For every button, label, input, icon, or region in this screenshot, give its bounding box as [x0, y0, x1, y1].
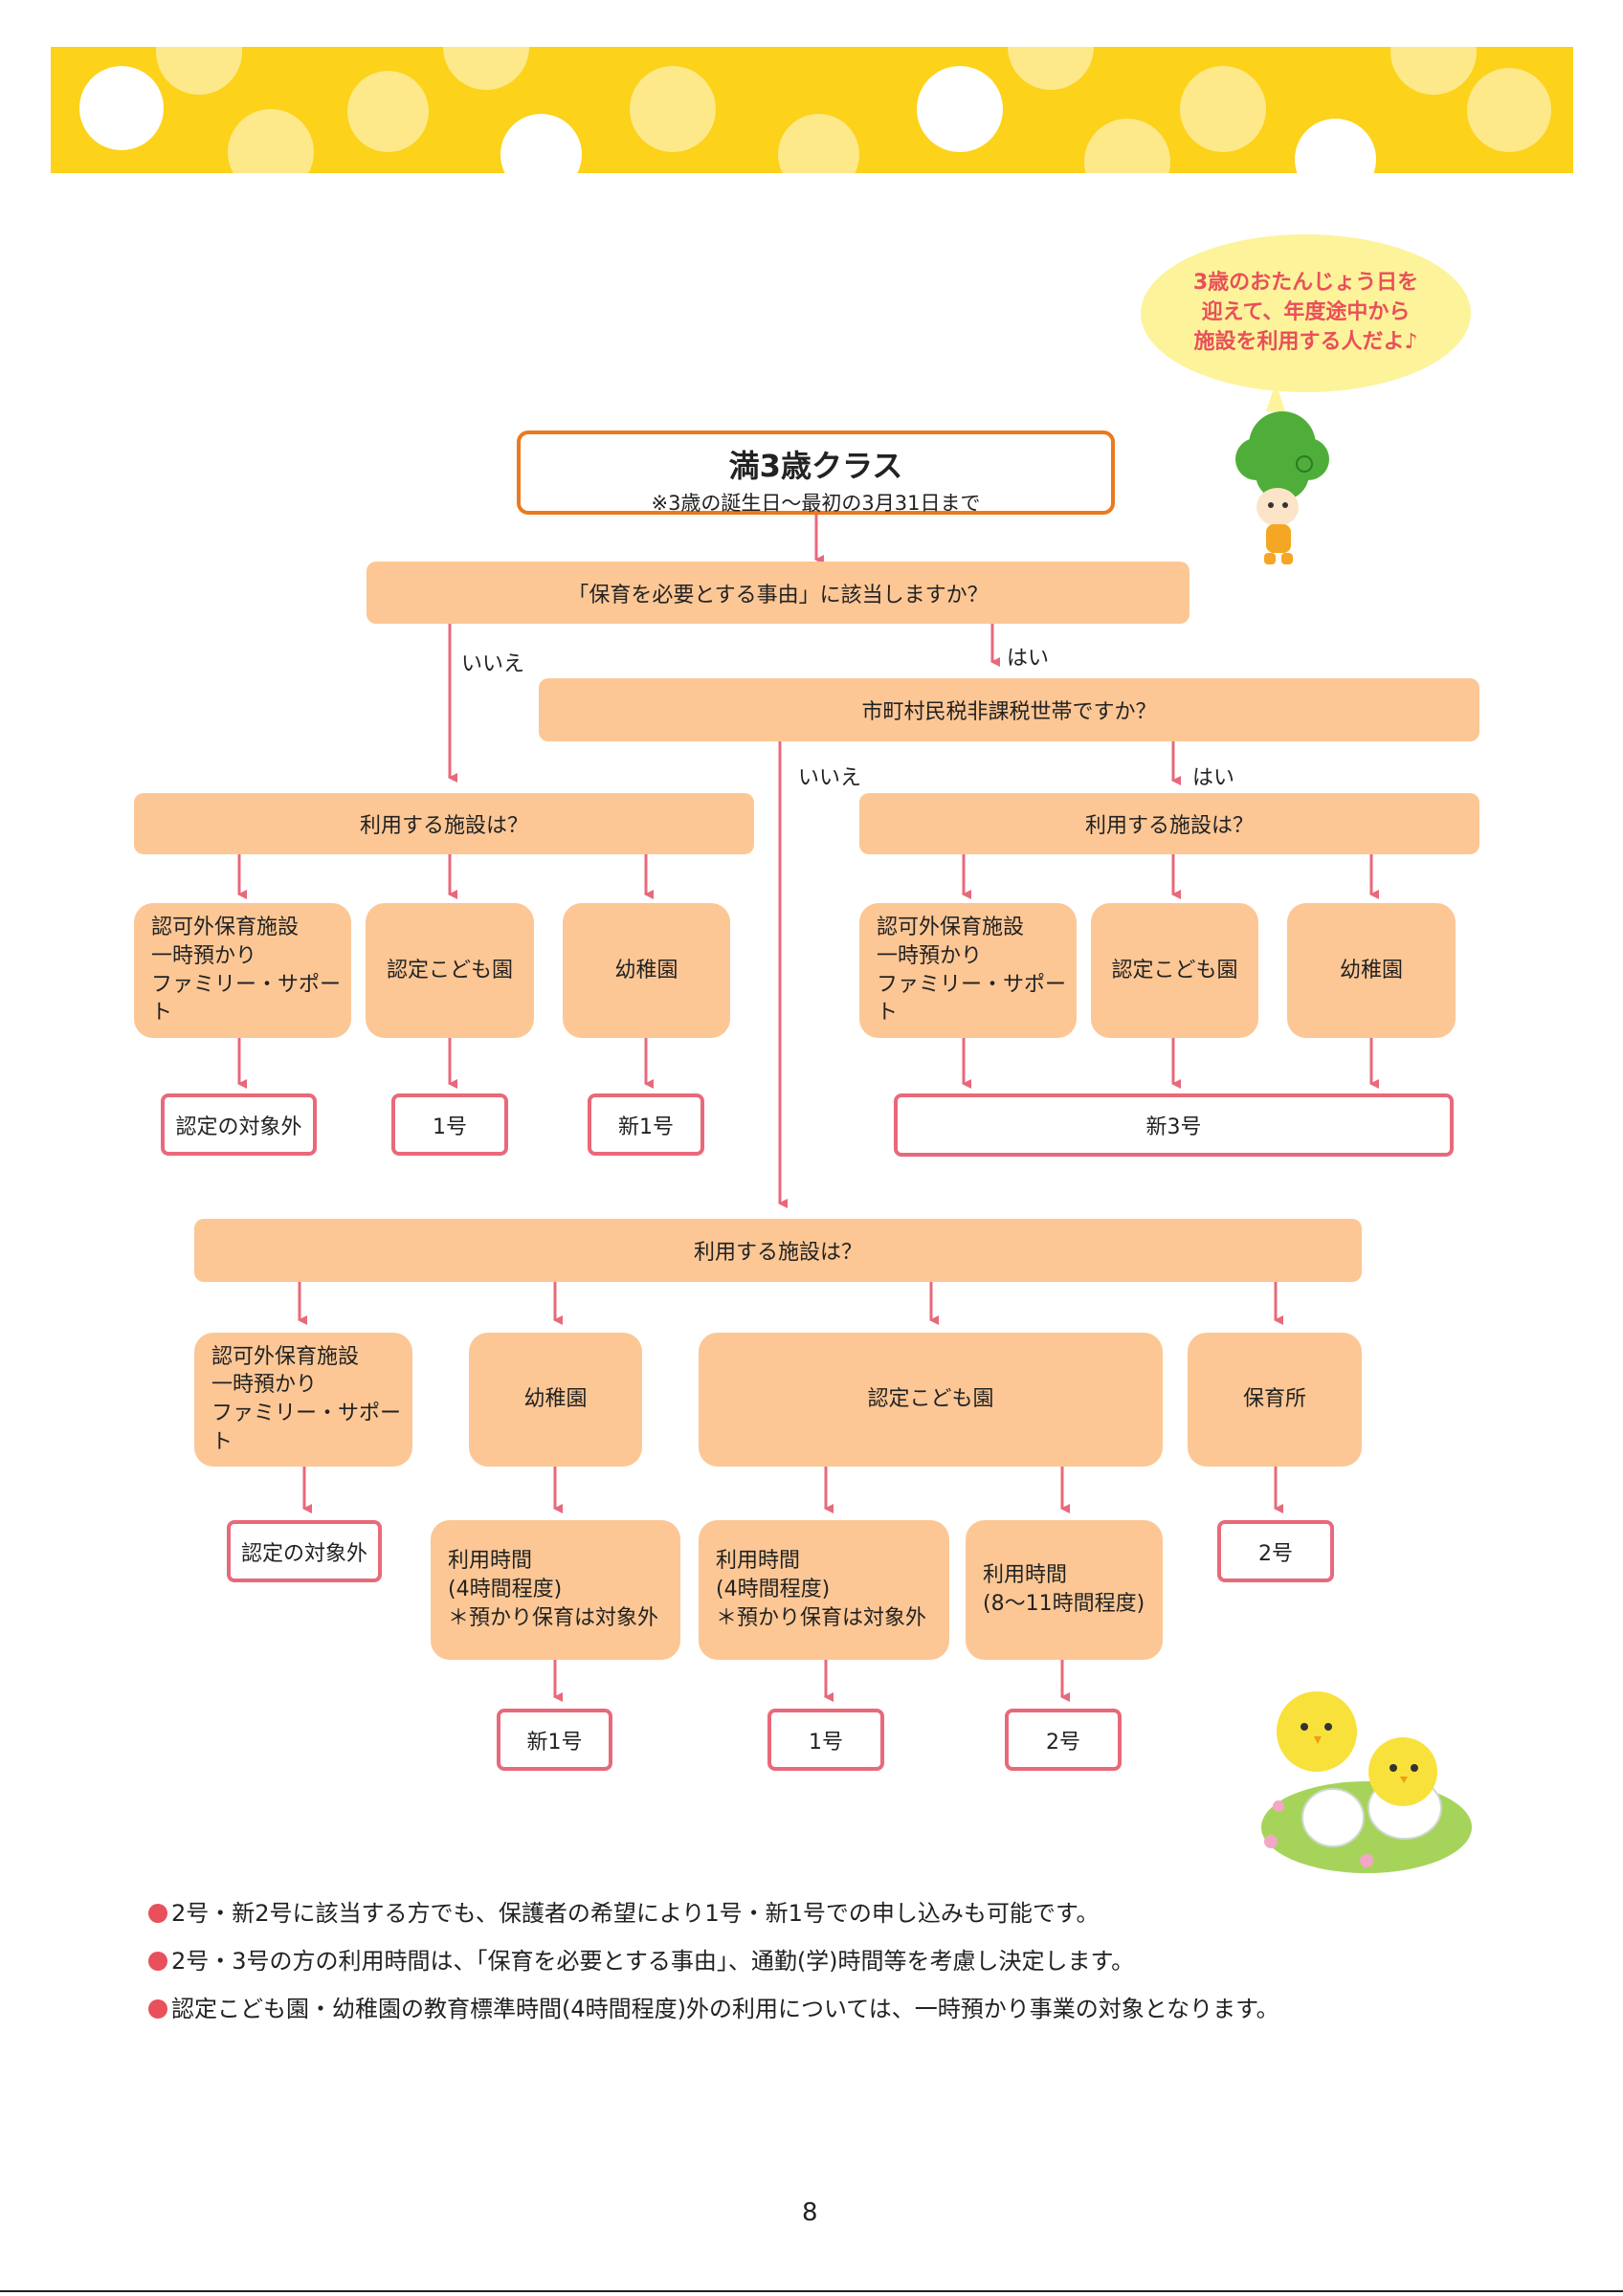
facility-kodomoen: 認定こども園	[1091, 903, 1258, 1038]
banner-dot	[347, 71, 429, 152]
label-yes: はい	[1007, 647, 1050, 671]
facility-kodomoen: 認定こども園	[366, 903, 534, 1038]
usage-hours-kindergarten: 利用時間 (4時間程度) ＊預かり保育は対象外	[431, 1520, 680, 1660]
note-text: 認定こども園・幼稚園の教育標準時間(4時間程度)外の利用については、一時預かり事…	[171, 1996, 1279, 2022]
result-new-type-3: 新3号	[894, 1093, 1454, 1157]
question-facility-bottom: 利用する施設は？	[194, 1219, 1362, 1282]
note-item: 2号・3号の方の利用時間は、「保育を必要とする事由」、通勤(学)時間等を考慮し決…	[148, 1937, 1279, 1985]
page-subtitle: ※3歳の誕生日～最初の3月31日まで	[651, 492, 981, 515]
facility-unlicensed: 認可外保育施設 一時預かり ファミリー・サポート	[194, 1333, 412, 1467]
result-not-eligible: 認定の対象外	[227, 1520, 382, 1582]
bullet-icon	[148, 1904, 167, 1923]
banner-dot	[778, 114, 859, 173]
result-type-1: 1号	[767, 1709, 884, 1771]
label-no: いいえ	[461, 652, 525, 676]
usage-hours-kodomoen-short: 利用時間 (4時間程度) ＊預かり保育は対象外	[699, 1520, 949, 1660]
bottom-rule	[0, 2290, 1623, 2292]
result-type-2: 2号	[1005, 1709, 1122, 1771]
banner-dot	[79, 66, 164, 150]
note-text: 2号・新2号に該当する方でも、保護者の希望により1号・新1号での申し込みも可能で…	[171, 1900, 1100, 1927]
facility-kindergarten: 幼稚園	[469, 1333, 642, 1467]
result-type-2: 2号	[1217, 1520, 1334, 1582]
page-number: 8	[802, 2198, 818, 2227]
usage-hours-kodomoen-long: 利用時間 (8～11時間程度)	[966, 1520, 1163, 1660]
banner-dot	[500, 114, 582, 173]
question-facility-left: 利用する施設は？	[134, 793, 754, 854]
facility-nursery: 保育所	[1188, 1333, 1362, 1467]
label-yes: はい	[1192, 766, 1235, 790]
facility-kodomoen: 認定こども園	[699, 1333, 1163, 1467]
banner-dot	[630, 66, 716, 152]
bullet-icon	[148, 1999, 167, 2019]
broccoli-mascot-icon	[1235, 383, 1329, 564]
result-not-eligible: 認定の対象外	[161, 1093, 317, 1156]
result-new-type-1: 新1号	[497, 1709, 612, 1771]
page-title: 満3歳クラス	[728, 448, 903, 484]
facility-kindergarten: 幼稚園	[1287, 903, 1456, 1038]
facility-unlicensed: 認可外保育施設 一時預かり ファミリー・サポート	[134, 903, 351, 1038]
facility-kindergarten: 幼稚園	[563, 903, 730, 1038]
result-new-type-1: 新1号	[588, 1093, 704, 1156]
question-childcare-reason: 「保育を必要とする事由」に該当しますか？	[367, 562, 1189, 624]
question-facility-right: 利用する施設は？	[859, 793, 1479, 854]
class-title-box: 満3歳クラス ※3歳の誕生日～最初の3月31日まで	[517, 430, 1115, 515]
banner-dot	[1467, 68, 1551, 152]
banner-dot	[228, 109, 314, 173]
label-no: いいえ	[798, 766, 862, 790]
note-item: 認定こども園・幼稚園の教育標準時間(4時間程度)外の利用については、一時預かり事…	[148, 1985, 1279, 2033]
banner-dot	[1180, 66, 1266, 152]
dotted-banner	[51, 47, 1573, 173]
chicks-illustration-icon	[1261, 1691, 1472, 1873]
note-item: 2号・新2号に該当する方でも、保護者の希望により1号・新1号での申し込みも可能で…	[148, 1889, 1279, 1937]
note-text: 2号・3号の方の利用時間は、「保育を必要とする事由」、通勤(学)時間等を考慮し決…	[171, 1948, 1135, 1975]
result-type-1: 1号	[391, 1093, 508, 1156]
bullet-icon	[148, 1952, 167, 1971]
facility-unlicensed: 認可外保育施設 一時預かり ファミリー・サポート	[859, 903, 1077, 1038]
banner-dot	[917, 66, 1003, 152]
question-tax-exempt: 市町村民税非課税世帯ですか？	[539, 678, 1479, 741]
notes-list: 2号・新2号に該当する方でも、保護者の希望により1号・新1号での申し込みも可能で…	[148, 1889, 1279, 2033]
speech-bubble: 3歳のおたんじょう日を 迎えて、年度途中から 施設を利用する人だよ♪	[1141, 234, 1471, 392]
